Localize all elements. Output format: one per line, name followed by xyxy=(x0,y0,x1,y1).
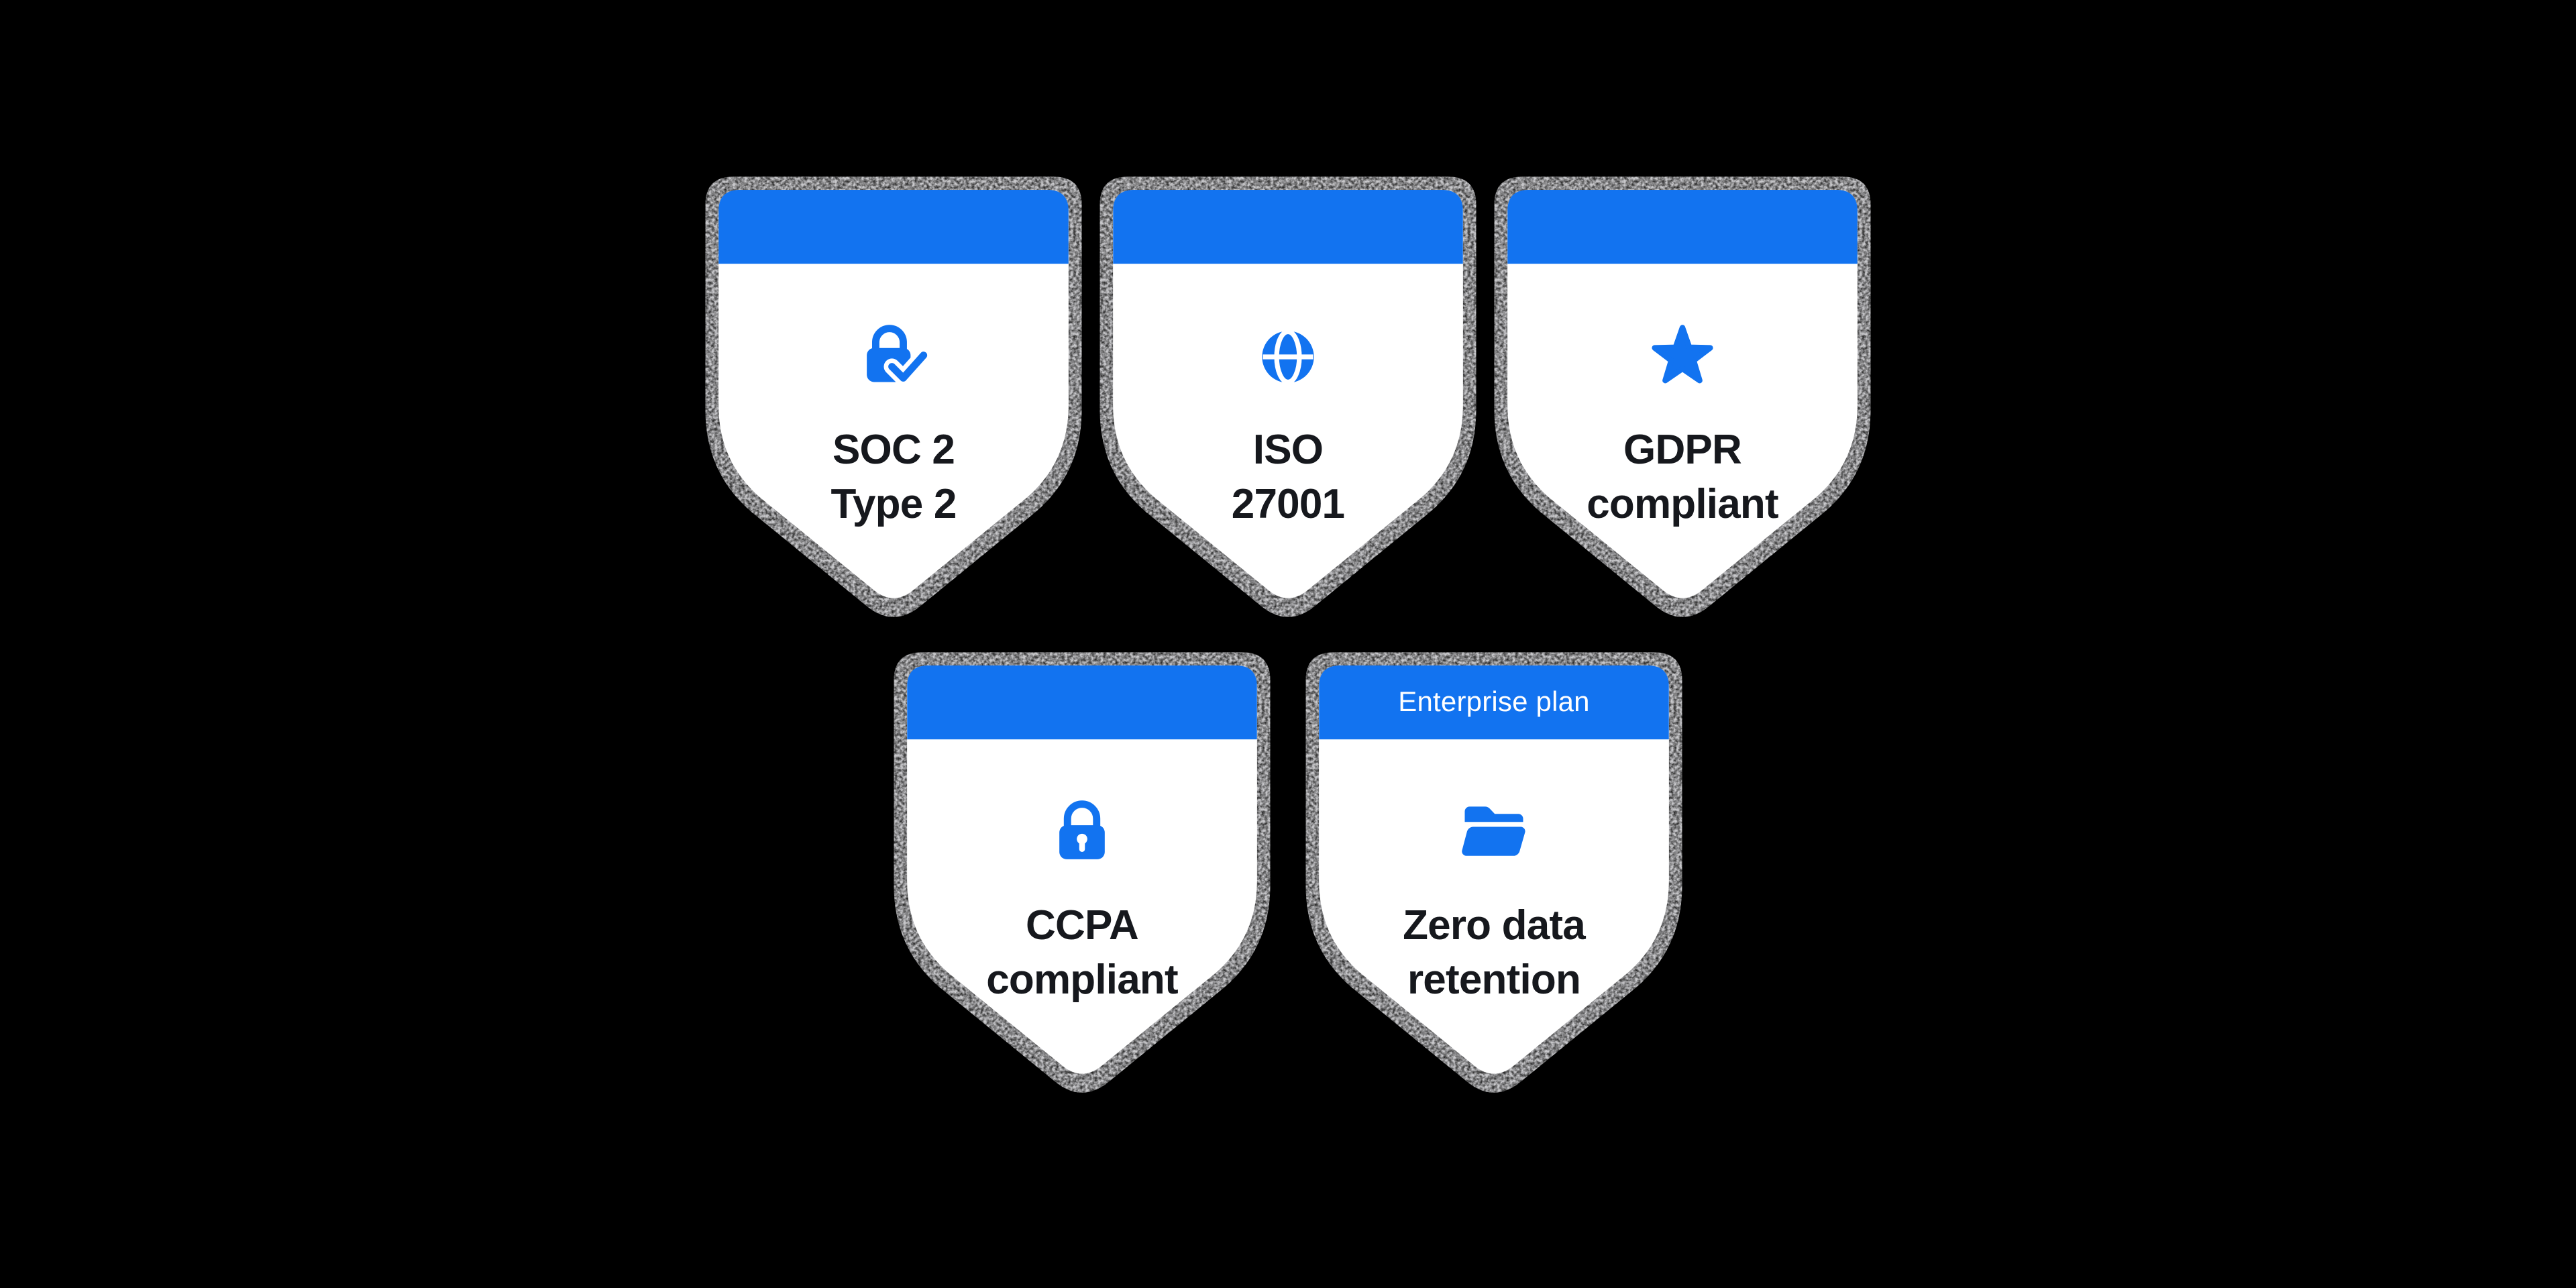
badge-title: ISO 27001 xyxy=(1095,423,1481,531)
badge-title-line1: SOC 2 xyxy=(832,427,955,473)
badge-title-line2: compliant xyxy=(986,957,1178,1003)
badge-title-line1: Zero data xyxy=(1403,902,1586,949)
badge-content: SOC 2 Type 2 xyxy=(700,172,1087,629)
badge-title: Zero data retention xyxy=(1301,898,1687,1007)
globe-icon xyxy=(1249,318,1327,396)
badge-title: GDPR compliant xyxy=(1489,423,1876,531)
badge-iso-27001: ISO 27001 xyxy=(1095,172,1481,629)
badge-title: CCPA compliant xyxy=(889,898,1275,1007)
badge-header-label xyxy=(1509,188,1856,264)
lock-icon xyxy=(1043,794,1121,871)
badge-header-label xyxy=(720,188,1067,264)
badge-title-line1: GDPR xyxy=(1623,427,1742,473)
shield-shape xyxy=(1494,176,1871,617)
shield-shape xyxy=(1305,652,1682,1093)
badge-content: Enterprise plan Zero data retention xyxy=(1301,647,1687,1104)
badge-gdpr: GDPR compliant xyxy=(1489,172,1876,629)
badge-title-line2: 27001 xyxy=(1231,481,1345,527)
badge-content: CCPA compliant xyxy=(889,647,1275,1104)
badge-title-line1: CCPA xyxy=(1026,902,1139,949)
badge-header-label xyxy=(909,663,1255,739)
badge-soc2-type2: SOC 2 Type 2 xyxy=(700,172,1087,629)
badge-title-line2: compliant xyxy=(1587,481,1778,527)
lock-check-icon xyxy=(855,318,932,396)
badge-title-line2: retention xyxy=(1407,957,1581,1003)
badge-ccpa: CCPA compliant xyxy=(889,647,1275,1104)
badge-title: SOC 2 Type 2 xyxy=(700,423,1087,531)
badge-title-line2: Type 2 xyxy=(830,481,957,527)
badge-zero-data-retention: Enterprise plan Zero data retention xyxy=(1301,647,1687,1104)
folder-open-icon xyxy=(1455,794,1533,871)
star-icon xyxy=(1644,318,1721,396)
badge-title-line1: ISO xyxy=(1252,427,1324,473)
badge-row-top: SOC 2 Type 2 xyxy=(700,172,1876,629)
shield-shape xyxy=(894,652,1271,1093)
badge-content: ISO 27001 xyxy=(1095,172,1481,629)
shield-shape xyxy=(1099,176,1477,617)
badge-row-bottom: CCPA compliant Enterprise plan xyxy=(889,647,1687,1104)
badge-grid: SOC 2 Type 2 xyxy=(700,172,1876,1104)
badge-content: GDPR compliant xyxy=(1489,172,1876,629)
shield-shape xyxy=(705,176,1082,617)
badge-header-label xyxy=(1115,188,1461,264)
badge-header-label: Enterprise plan xyxy=(1398,685,1590,717)
